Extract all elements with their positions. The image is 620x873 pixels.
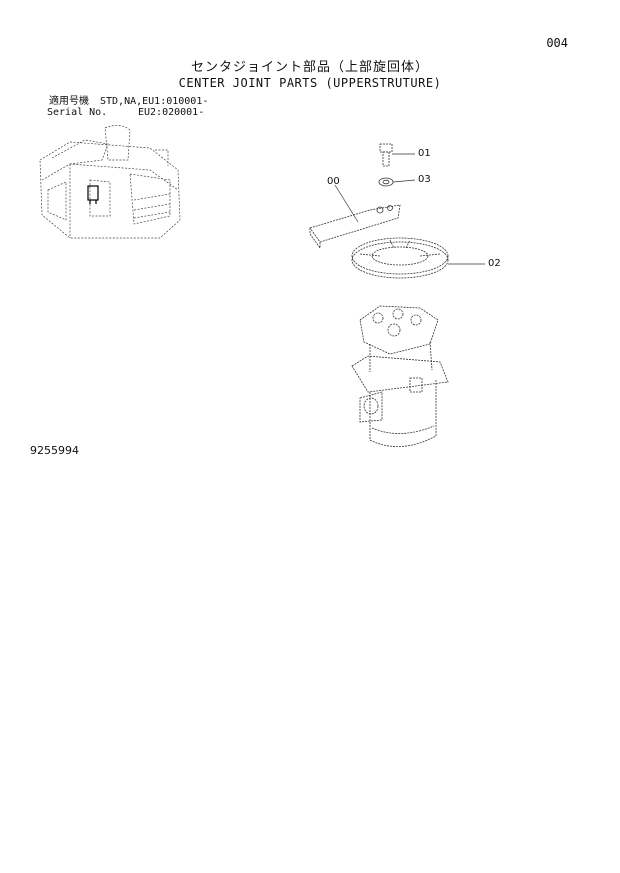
callout-label-00: 00 bbox=[327, 176, 340, 187]
serial-range-line-2: EU2:020001- bbox=[138, 107, 205, 118]
serial-label-english: Serial No. bbox=[47, 107, 108, 118]
callout-leader-lines bbox=[334, 153, 485, 265]
serial-label-japanese: 適用号機 bbox=[49, 96, 89, 107]
page-title-japanese: センタジョイント部品（上部旋回体） bbox=[190, 60, 429, 75]
bolt-part bbox=[379, 143, 393, 167]
washer-part bbox=[378, 177, 394, 187]
seal-ring-part bbox=[351, 237, 449, 279]
center-joint-exploded-diagram bbox=[309, 143, 485, 448]
page-number: 004 bbox=[546, 36, 568, 50]
stopper-plate-part bbox=[309, 204, 401, 250]
document-id: 9255994 bbox=[30, 444, 79, 457]
center-joint-body-part bbox=[351, 305, 449, 448]
callout-label-02: 02 bbox=[488, 258, 501, 269]
serial-range-line-1: STD,NA,EU1:010001- bbox=[100, 96, 209, 107]
callout-label-01: 01 bbox=[418, 148, 431, 159]
callout-label-03: 03 bbox=[418, 174, 431, 185]
excavator-upperstructure-illustration bbox=[39, 125, 181, 239]
page-title-english: CENTER JOINT PARTS (UPPERSTRUTURE) bbox=[178, 76, 442, 90]
